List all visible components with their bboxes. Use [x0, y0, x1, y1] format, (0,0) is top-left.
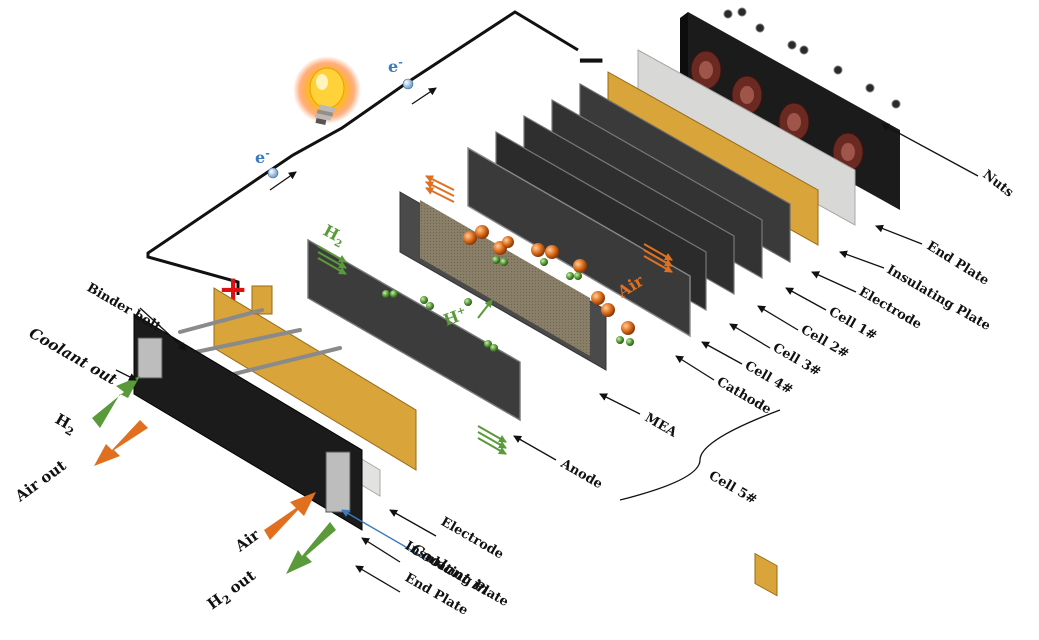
label-anode: Anode [557, 456, 605, 492]
air-outlet-arrow [94, 420, 148, 466]
h2-flow-arrows [317, 245, 507, 455]
cell-5-brace [619, 409, 781, 501]
label-air-out: Air out [11, 456, 70, 505]
negative-terminal-sign: − [576, 40, 606, 81]
left-electrode-plate [213, 285, 417, 471]
electron-label: e- [388, 56, 403, 76]
electron-particle [267, 167, 279, 179]
coolant-in-arrow [341, 509, 443, 569]
label-cell-5: Cell 5# [706, 468, 759, 508]
mea-plate [399, 191, 607, 371]
right-electrode-tab [754, 552, 778, 597]
label-nuts: Nuts [980, 167, 1017, 200]
h2-outlet-arrow [286, 522, 336, 574]
electron-direction-arrow [411, 87, 437, 105]
callout-leaders [115, 123, 979, 593]
binder-bolts [178, 308, 342, 377]
label-h2-out: H2 out [204, 566, 261, 615]
electron-label: e- [255, 147, 270, 167]
light-bulb-icon [293, 56, 361, 125]
label-air-in: Air [231, 525, 264, 556]
circuit-wire [146, 10, 579, 295]
electron-particle [402, 78, 414, 90]
label-end-plate-right: End Plate [924, 239, 992, 289]
left-end-plate [133, 313, 363, 531]
external-circuit: e- e- + − [146, 10, 606, 310]
air-inlet-arrow [264, 492, 316, 540]
proton-label: H+ [441, 304, 470, 330]
h2-inline-label: H2 [319, 221, 349, 251]
label-binder-bolt: Binder bolt [84, 280, 163, 334]
proton-direction-arrow [477, 299, 493, 319]
oxygen-molecules [463, 225, 635, 335]
electron-direction-arrow [269, 171, 297, 191]
label-coolant-out: Coolant out [26, 324, 120, 389]
hydrogen-molecules [382, 256, 634, 352]
nuts-group [723, 7, 901, 109]
label-h2-in: H2 [51, 410, 80, 439]
h2-inlet-arrow [92, 376, 140, 428]
label-electrode-left: Electrode [438, 514, 506, 562]
label-mea: MEA [642, 410, 680, 441]
air-flow-arrows [425, 175, 673, 273]
cathode-plate [467, 146, 691, 338]
anode-plate [307, 238, 521, 422]
